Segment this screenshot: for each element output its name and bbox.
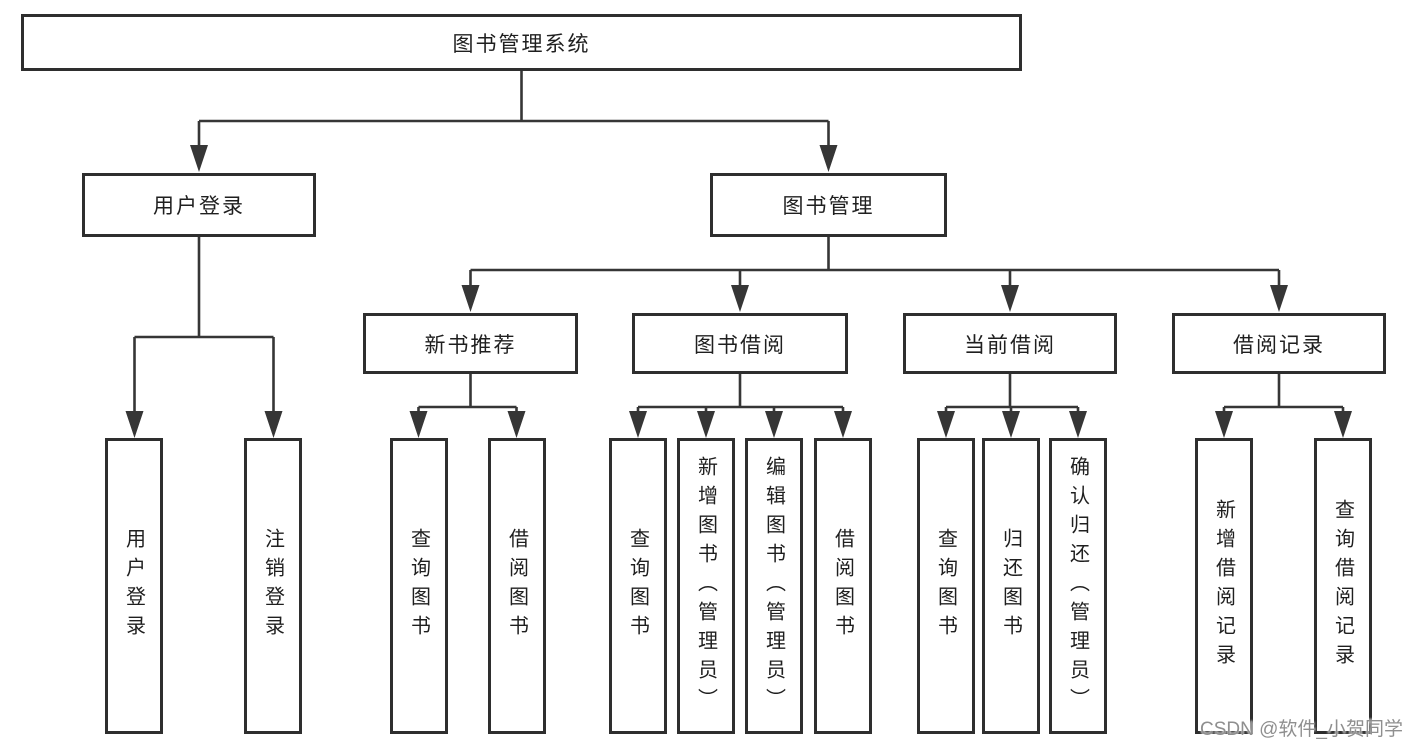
leaf-label: 查询借阅记录 bbox=[1331, 499, 1354, 673]
leaf-query-books-current: 查询图书 bbox=[917, 438, 975, 734]
leaf-label: 查询图书 bbox=[626, 528, 649, 644]
node-label: 借阅记录 bbox=[1233, 333, 1325, 357]
connector-lines bbox=[133, 71, 1345, 428]
leaf-label: 新增图书（管理员） bbox=[694, 455, 717, 717]
csdn-watermark: CSDN @软件_小贺同学 bbox=[1200, 719, 1403, 740]
node-label: 当前借阅 bbox=[964, 333, 1056, 357]
node-borrowing-records: 借阅记录 bbox=[1172, 313, 1386, 374]
leaf-label: 注销登录 bbox=[261, 528, 284, 644]
leaf-label: 借阅图书 bbox=[831, 528, 854, 644]
leaf-borrow-books: 借阅图书 bbox=[814, 438, 872, 734]
leaf-add-borrow-record: 新增借阅记录 bbox=[1195, 438, 1253, 734]
node-label: 新书推荐 bbox=[424, 333, 517, 357]
leaf-edit-book-admin: 编辑图书（管理员） bbox=[745, 438, 803, 734]
leaf-confirm-return-admin: 确认归还（管理员） bbox=[1049, 438, 1107, 734]
leaf-label: 归还图书 bbox=[999, 528, 1022, 644]
leaf-label: 借阅图书 bbox=[505, 528, 528, 644]
arrowhead-icons bbox=[125, 145, 1352, 438]
leaf-add-book-admin: 新增图书（管理员） bbox=[677, 438, 735, 734]
node-label: 用户登录 bbox=[153, 195, 245, 218]
node-book-borrowing: 图书借阅 bbox=[632, 313, 848, 374]
leaf-label: 用户登录 bbox=[122, 528, 145, 644]
node-library-management-system: 图书管理系统 bbox=[21, 14, 1022, 71]
leaf-query-books-borrow: 查询图书 bbox=[609, 438, 667, 734]
leaf-borrow-books-recommend: 借阅图书 bbox=[488, 438, 546, 734]
leaf-label: 新增借阅记录 bbox=[1212, 499, 1235, 673]
leaf-query-borrow-record: 查询借阅记录 bbox=[1314, 438, 1372, 734]
leaf-label: 查询图书 bbox=[407, 528, 430, 644]
leaf-user-login: 用户登录 bbox=[105, 438, 163, 734]
leaf-query-books-recommend: 查询图书 bbox=[390, 438, 448, 734]
node-label: 图书管理 bbox=[782, 195, 875, 218]
leaf-label: 查询图书 bbox=[934, 528, 957, 644]
leaf-label: 编辑图书（管理员） bbox=[762, 455, 785, 717]
node-current-borrowing: 当前借阅 bbox=[903, 313, 1117, 374]
leaf-logout: 注销登录 bbox=[244, 438, 302, 734]
node-user-login: 用户登录 bbox=[82, 173, 316, 237]
node-label: 图书管理系统 bbox=[452, 32, 591, 56]
node-book-management: 图书管理 bbox=[710, 173, 947, 237]
leaf-return-book: 归还图书 bbox=[982, 438, 1040, 734]
leaf-label: 确认归还（管理员） bbox=[1066, 455, 1089, 717]
node-label: 图书借阅 bbox=[694, 333, 786, 357]
node-new-book-recommend: 新书推荐 bbox=[363, 313, 578, 374]
